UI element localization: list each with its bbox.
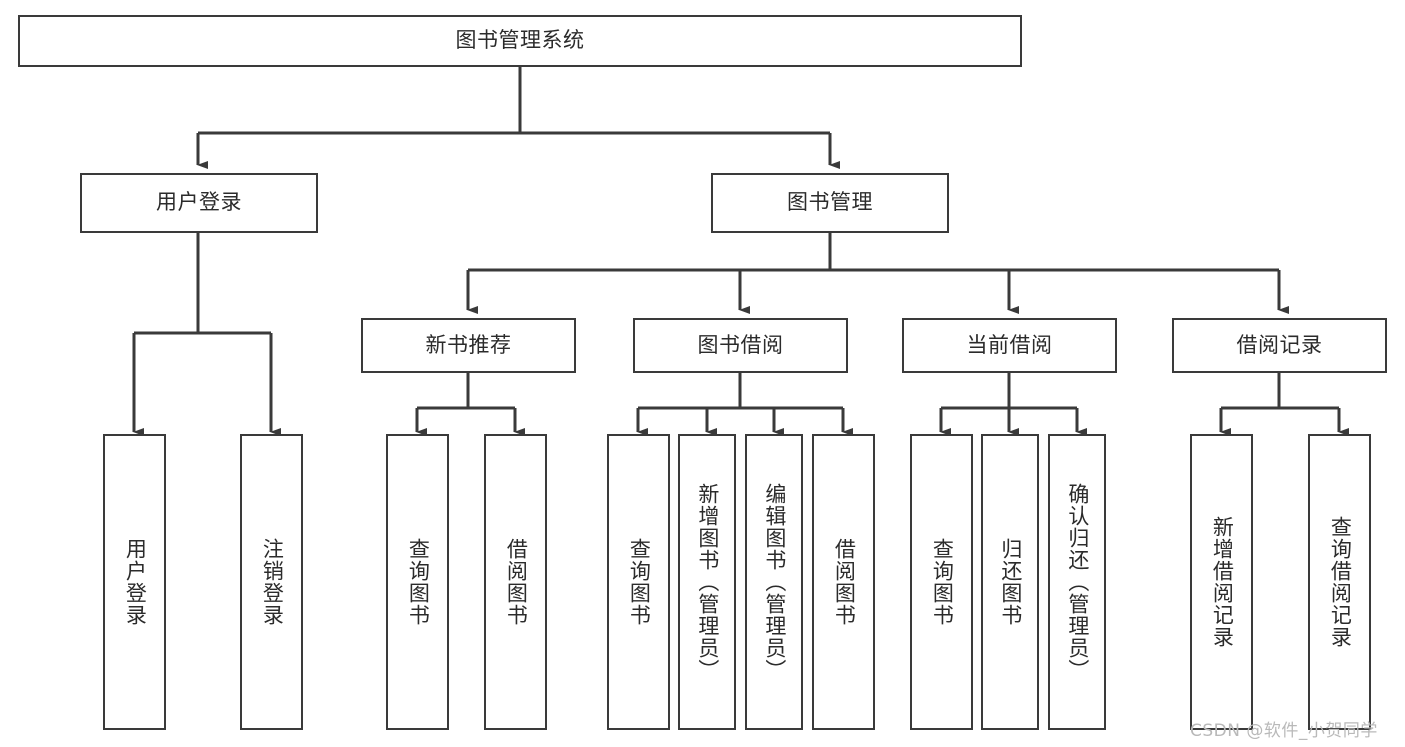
- node-book-management[interactable]: 图书管理: [711, 173, 949, 233]
- node-label: 用户登录: [123, 538, 148, 626]
- node-leaf-return-book[interactable]: 归还图书: [981, 434, 1039, 730]
- node-leaf-add-book-admin[interactable]: 新增图书（管理员）: [678, 434, 736, 730]
- node-label: 查询图书: [627, 538, 652, 626]
- node-leaf-borrow-book-recommend[interactable]: 借阅图书: [484, 434, 547, 730]
- node-label: 查询图书: [406, 538, 431, 626]
- node-label: 图书管理系统: [455, 28, 585, 53]
- node-leaf-query-book-current[interactable]: 查询图书: [910, 434, 973, 730]
- node-label: 新增图书（管理员）: [695, 483, 720, 681]
- node-label: 确认归还（管理员）: [1065, 483, 1090, 681]
- node-label: 新增借阅记录: [1210, 516, 1235, 648]
- node-label: 图书管理: [787, 190, 873, 215]
- node-label: 当前借阅: [966, 332, 1053, 357]
- node-leaf-edit-book-admin[interactable]: 编辑图书（管理员）: [745, 434, 803, 730]
- node-new-book-recommend[interactable]: 新书推荐: [361, 318, 576, 373]
- node-label: 注销登录: [260, 538, 285, 626]
- node-label: 查询图书: [930, 538, 955, 626]
- node-label: 编辑图书（管理员）: [762, 483, 787, 681]
- node-root-system[interactable]: 图书管理系统: [18, 15, 1022, 67]
- node-label: 借阅图书: [504, 538, 529, 626]
- node-label: 归还图书: [998, 538, 1023, 626]
- node-leaf-borrow-book[interactable]: 借阅图书: [812, 434, 875, 730]
- node-leaf-logout[interactable]: 注销登录: [240, 434, 303, 730]
- node-book-borrow[interactable]: 图书借阅: [633, 318, 848, 373]
- node-label: 查询借阅记录: [1328, 516, 1353, 648]
- node-borrow-records[interactable]: 借阅记录: [1172, 318, 1387, 373]
- node-leaf-user-login[interactable]: 用户登录: [103, 434, 166, 730]
- node-leaf-confirm-return-admin[interactable]: 确认归还（管理员）: [1048, 434, 1106, 730]
- node-label: 用户登录: [156, 190, 242, 215]
- csdn-watermark: CSDN @软件_小贺同学: [1190, 721, 1378, 741]
- node-user-login[interactable]: 用户登录: [80, 173, 318, 233]
- node-leaf-query-book-borrow[interactable]: 查询图书: [607, 434, 670, 730]
- node-leaf-query-borrow-record[interactable]: 查询借阅记录: [1308, 434, 1371, 730]
- node-leaf-add-borrow-record[interactable]: 新增借阅记录: [1190, 434, 1253, 730]
- node-leaf-query-book-recommend[interactable]: 查询图书: [386, 434, 449, 730]
- node-current-borrow[interactable]: 当前借阅: [902, 318, 1117, 373]
- node-label: 图书借阅: [697, 332, 784, 357]
- node-label: 借阅图书: [832, 538, 857, 626]
- node-label: 新书推荐: [425, 332, 512, 357]
- node-label: 借阅记录: [1236, 332, 1323, 357]
